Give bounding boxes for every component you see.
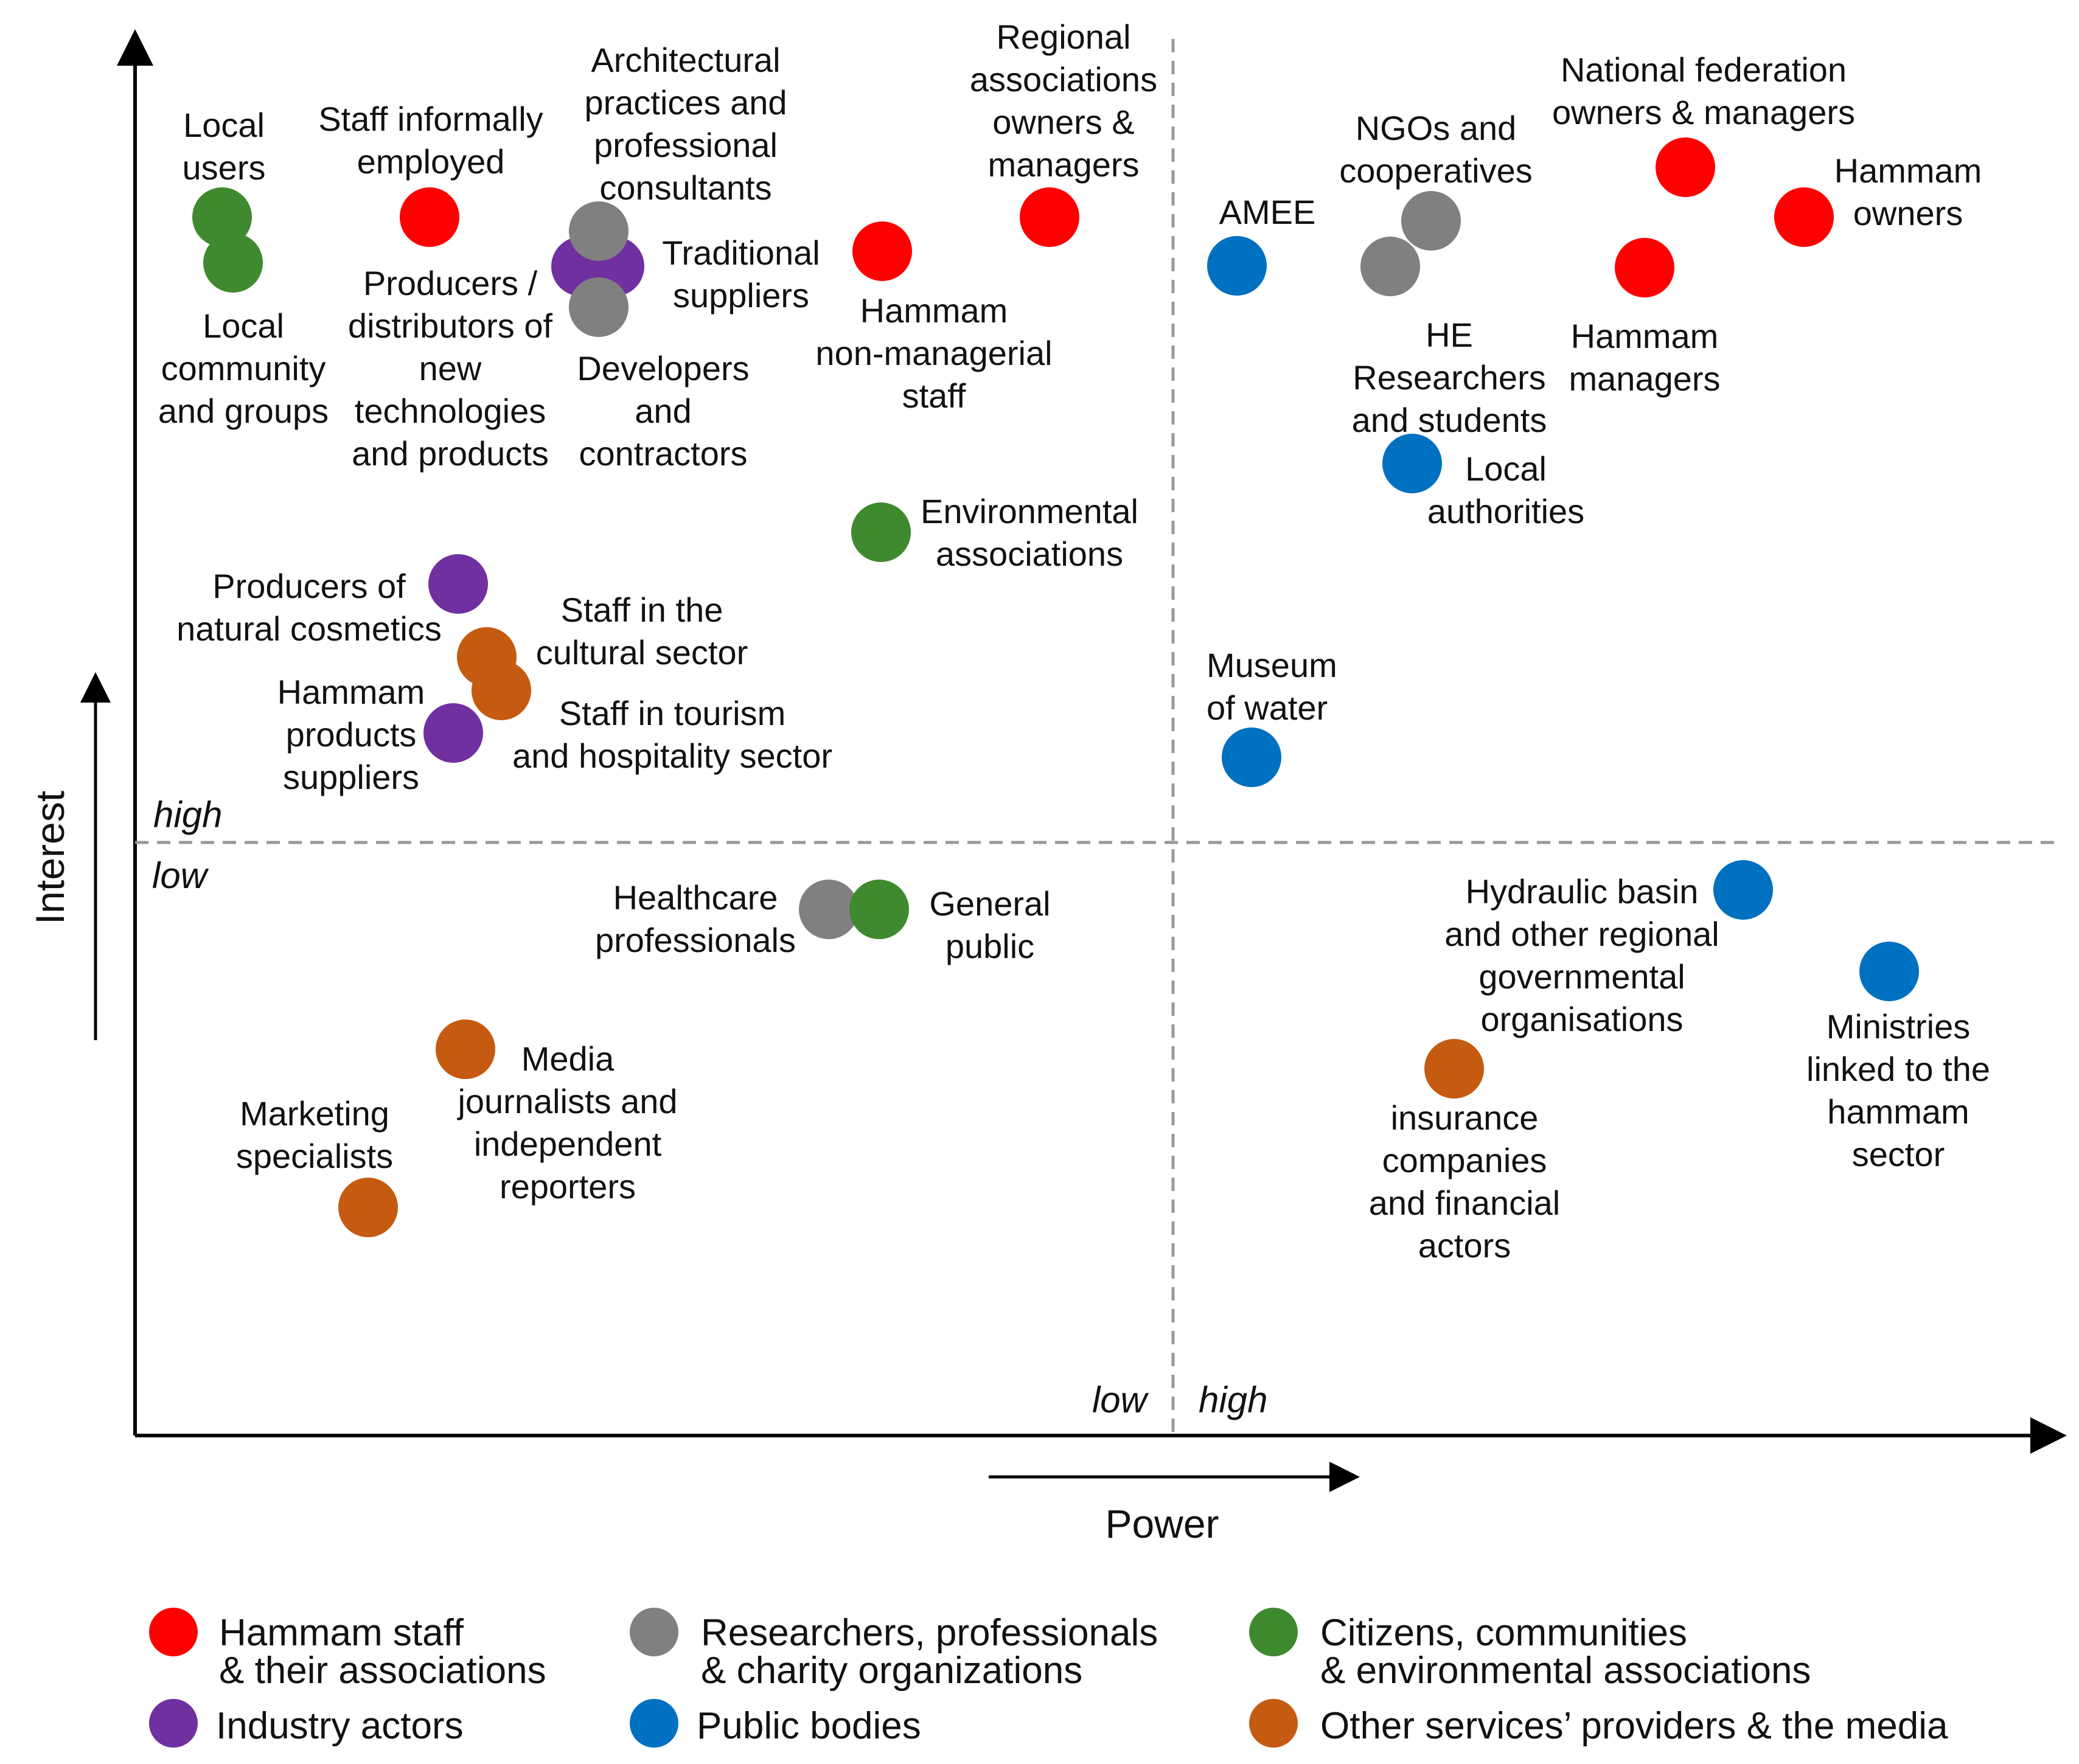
x-low-label: low	[1092, 1380, 1149, 1420]
hammam-owners-dot	[1774, 187, 1834, 247]
x-axis-title: Power	[1105, 1501, 1219, 1546]
national-federation-dot	[1656, 137, 1715, 197]
museum-of-water-dot	[1222, 727, 1281, 787]
legend-swatch-research	[630, 1608, 678, 1656]
architectural-practices-dot	[569, 201, 629, 261]
ngos-cooperatives-dot	[1401, 191, 1461, 251]
local-community-dot	[203, 233, 263, 293]
legend-item-citizens: Citizens, communities& environmental ass…	[1249, 1608, 1811, 1692]
y-high-label: high	[153, 794, 222, 835]
amee-label: AMEE	[1219, 193, 1316, 231]
insurance-companies-dot	[1424, 1039, 1484, 1099]
local-users-dot	[192, 187, 252, 247]
legend-item-industry: Industry actors	[149, 1699, 464, 1748]
legend-label-staff: Hammam staff& their associations	[219, 1612, 546, 1692]
legend-swatch-services	[1249, 1699, 1298, 1748]
developers-contractors-dot	[569, 277, 629, 337]
hammam-managers-dot	[1615, 238, 1674, 297]
amee-dot	[1207, 236, 1267, 296]
legend-label-research: Researchers, professionals& charity orga…	[701, 1612, 1158, 1692]
local-authorities-dot	[1382, 434, 1442, 493]
legend-label-public: Public bodies	[697, 1705, 921, 1747]
legend-item-public: Public bodies	[630, 1699, 921, 1748]
x-high-label: high	[1199, 1380, 1267, 1420]
healthcare-professionals-dot	[799, 880, 858, 939]
legend-swatch-industry	[149, 1699, 198, 1748]
y-axis-title: Interest	[27, 791, 72, 925]
legend-item-research: Researchers, professionals& charity orga…	[630, 1608, 1158, 1692]
staff-tourism-dot	[472, 661, 531, 720]
hydraulic-basin-dot	[1713, 860, 1773, 920]
he-researchers-dot	[1360, 237, 1420, 296]
stakeholder-dots	[192, 137, 1919, 1237]
legend-swatch-citizens	[1249, 1608, 1298, 1656]
legend-item-services: Other services’ providers & the media	[1249, 1699, 1948, 1748]
legend-label-citizens: Citizens, communities& environmental ass…	[1320, 1612, 1811, 1692]
general-public-dot	[849, 880, 909, 939]
legend-label-services: Other services’ providers & the media	[1320, 1705, 1948, 1747]
media-dot	[436, 1019, 495, 1079]
legend-swatch-staff	[149, 1608, 198, 1656]
producers-natural-cosmetics-dot	[428, 554, 488, 614]
legend-item-staff: Hammam staff& their associations	[149, 1608, 546, 1692]
regional-associations-dot	[1020, 187, 1079, 247]
marketing-specialists-dot	[338, 1178, 398, 1237]
ministries-dot	[1859, 942, 1919, 1001]
environmental-associations-dot	[851, 502, 911, 562]
hammam-products-suppliers-dot	[423, 703, 483, 763]
staff-informally-employed-dot	[400, 187, 459, 247]
legend-label-industry: Industry actors	[216, 1705, 464, 1747]
legend-swatch-public	[630, 1699, 678, 1748]
legend: Hammam staff& their associations Research…	[149, 1608, 1948, 1748]
y-low-label: low	[152, 855, 209, 896]
hammam-non-managerial-staff-dot	[852, 221, 912, 281]
